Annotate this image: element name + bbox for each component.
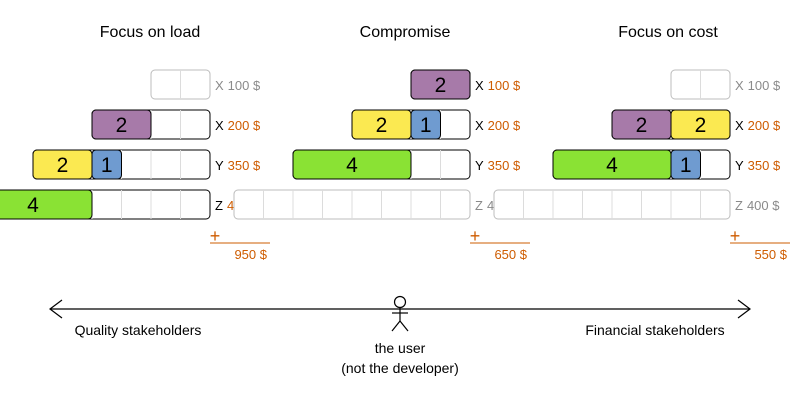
process-block-blue bbox=[410, 109, 441, 140]
total-value: 650 $ bbox=[494, 247, 527, 262]
total-value: 950 $ bbox=[234, 247, 267, 262]
user-sublabel: (not the developer) bbox=[341, 360, 459, 376]
row-4: 4Z400 $ bbox=[0, 189, 260, 220]
total-value: 550 $ bbox=[754, 247, 787, 262]
process-block-blue bbox=[670, 149, 701, 180]
plus-icon: + bbox=[730, 226, 741, 246]
process-size: 2 bbox=[695, 114, 707, 137]
process-size: 4 bbox=[27, 194, 39, 217]
financial-stakeholders-label: Financial stakeholders bbox=[585, 322, 724, 338]
process-size: 1 bbox=[680, 154, 692, 177]
process-block-purple bbox=[91, 109, 152, 140]
process-size: 1 bbox=[101, 154, 113, 177]
process-block-yellow bbox=[670, 109, 731, 140]
process-size: 2 bbox=[57, 154, 69, 177]
panel-title: Compromise bbox=[360, 24, 451, 41]
process-size: 2 bbox=[636, 114, 648, 137]
total-cost: +650 $ bbox=[470, 226, 530, 262]
stakeholder-axis: Quality stakeholders Financial stakehold… bbox=[49, 295, 751, 376]
process-size: 4 bbox=[346, 154, 358, 177]
process-size: 2 bbox=[116, 114, 128, 137]
plus-icon: + bbox=[470, 226, 481, 246]
quality-stakeholders-label: Quality stakeholders bbox=[75, 322, 202, 338]
panel-title: Focus on cost bbox=[618, 24, 718, 41]
process-block-purple bbox=[410, 69, 471, 100]
process-size: 2 bbox=[435, 74, 447, 97]
process-size: 2 bbox=[376, 114, 388, 137]
process-size: 1 bbox=[420, 114, 432, 137]
total-cost: +550 $ bbox=[730, 226, 790, 262]
user-label: the user bbox=[375, 340, 426, 356]
stick-figure-icon bbox=[391, 295, 409, 332]
process-block-green bbox=[292, 149, 412, 180]
axis-left-arrow-icon bbox=[49, 299, 63, 319]
process-block-green bbox=[0, 189, 93, 220]
total-cost: +950 $ bbox=[210, 226, 270, 262]
process-size: 4 bbox=[606, 154, 618, 177]
panel-title: Focus on load bbox=[100, 24, 201, 41]
axis-right-arrow-icon bbox=[737, 299, 751, 319]
process-block-blue bbox=[91, 149, 122, 180]
plus-icon: + bbox=[210, 226, 221, 246]
